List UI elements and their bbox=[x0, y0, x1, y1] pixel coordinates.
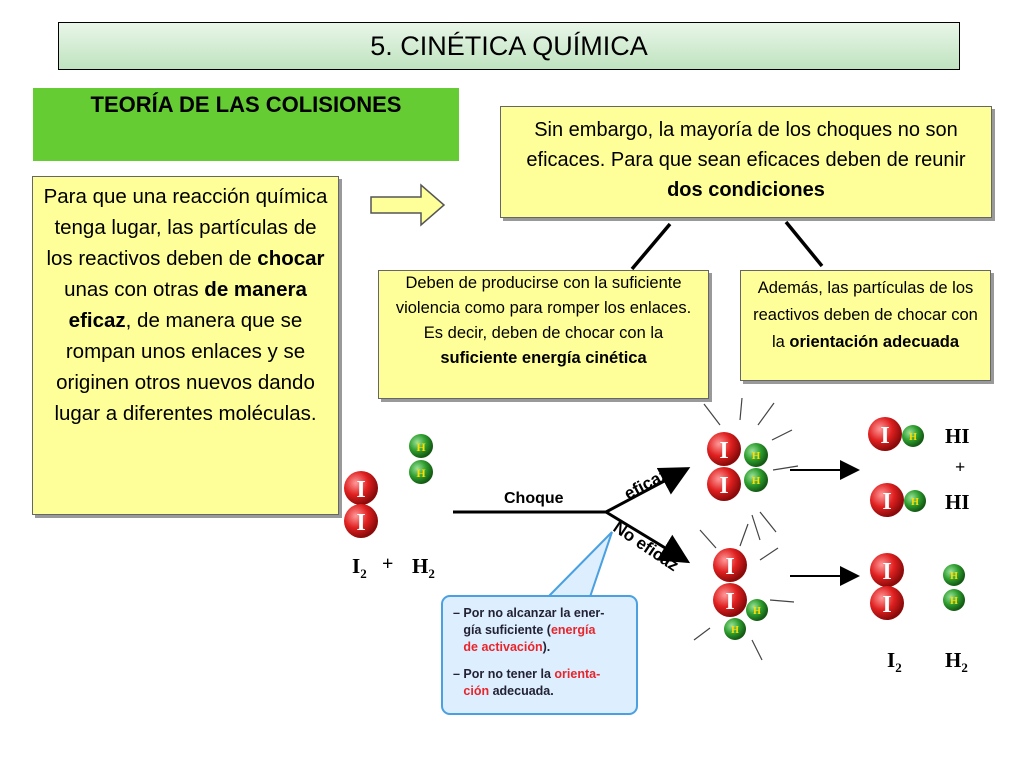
label-no-eficaz: No eficaz bbox=[610, 518, 683, 575]
atom-label-h: H bbox=[752, 475, 761, 487]
orientation-condition-bold: orientación adecuada bbox=[789, 333, 960, 351]
reactant-i2-subscript: 2 bbox=[360, 566, 367, 581]
svg-text:H2: H2 bbox=[412, 554, 435, 581]
collision-theory-text-1: Para que una reacción química tenga luga… bbox=[43, 185, 328, 270]
reason-1-line-3: de activación). bbox=[453, 639, 630, 656]
reason-1-highlight-1: energía bbox=[550, 623, 596, 637]
atom-label-i: I bbox=[356, 477, 365, 503]
impact-lines-bottom bbox=[693, 523, 795, 661]
reason-1-end: ). bbox=[542, 640, 551, 654]
atom-label-h: H bbox=[752, 450, 761, 462]
reactant-h2-subscript: 2 bbox=[428, 566, 435, 581]
reactant-plus: + bbox=[382, 553, 393, 575]
connector-right bbox=[784, 220, 824, 268]
conditions-box: Sin embargo, la mayoría de los choques n… bbox=[500, 106, 992, 218]
orientation-condition-text: Además, las partículas de los reactivos … bbox=[753, 279, 978, 351]
collision-theory-bold-1: chocar bbox=[257, 247, 325, 270]
atom-label-i: I bbox=[719, 473, 728, 499]
reason-1-line-2: gía suficiente (energía bbox=[453, 622, 630, 639]
reason-1-highlight-2: de activación bbox=[463, 640, 543, 654]
atom-label-i: I bbox=[725, 589, 734, 615]
impact-lines-top bbox=[703, 397, 799, 541]
ineffective-cluster bbox=[713, 548, 768, 640]
reasons-bubble: – Por no alcanzar la ener- gía suficient… bbox=[441, 595, 638, 715]
atom-label-i: I bbox=[882, 559, 891, 585]
atom-label-i: I bbox=[719, 438, 728, 464]
conditions-bold: dos condiciones bbox=[667, 179, 825, 201]
page-title: 5. CINÉTICA QUÍMICA bbox=[58, 22, 960, 70]
atom-label-i: I bbox=[725, 554, 734, 580]
reason-2-line-1: – Por no tener la orienta- bbox=[453, 666, 630, 683]
product-hi-2 bbox=[870, 483, 926, 517]
label-eficaz: eficaz bbox=[621, 465, 672, 504]
atom-label-h: H bbox=[416, 440, 426, 454]
reactant-h2-label: H bbox=[412, 554, 428, 578]
bottom-i2-subscript: 2 bbox=[895, 660, 902, 675]
reason-2-highlight-2: ción bbox=[463, 684, 490, 698]
bottom-i2-label: I bbox=[887, 648, 895, 672]
product-hi-label-2: HI bbox=[945, 490, 970, 514]
effective-arrow bbox=[605, 467, 691, 514]
reason-2-end: adecuada. bbox=[489, 684, 554, 698]
svg-text:I2: I2 bbox=[352, 554, 367, 581]
ineffective-arrow bbox=[605, 510, 691, 564]
reason-2-text: – Por no tener la bbox=[453, 667, 555, 681]
page-title-text: 5. CINÉTICA QUÍMICA bbox=[370, 30, 648, 61]
section-subtitle: TEORÍA DE LAS COLISIONES bbox=[33, 88, 459, 161]
collision-theory-box: Para que una reacción química tenga luga… bbox=[32, 176, 339, 515]
atom-label-h: H bbox=[950, 596, 958, 607]
atom-label-i: I bbox=[882, 592, 891, 618]
atom-label-i: I bbox=[356, 510, 365, 536]
reactant-iodine-molecule bbox=[344, 471, 378, 538]
atom-label-i: I bbox=[882, 489, 891, 515]
block-arrow bbox=[370, 183, 446, 227]
reason-2-line-2: ción adecuada. bbox=[453, 683, 630, 700]
energy-condition-text: Deben de producirse con la suficiente vi… bbox=[395, 274, 692, 342]
reactant-i2-label: I bbox=[352, 554, 360, 578]
collision-theory-text-2: unas con otras bbox=[64, 278, 205, 301]
atom-label-h: H bbox=[911, 497, 919, 508]
connector-left bbox=[630, 222, 672, 271]
svg-text:I2: I2 bbox=[887, 648, 902, 675]
collision-theory-text-3: , de manera que se rompan unos enlaces y… bbox=[54, 309, 317, 425]
svg-text:H2: H2 bbox=[945, 648, 968, 675]
energy-condition-box: Deben de producirse con la suficiente vi… bbox=[378, 270, 709, 399]
reason-1-line-1: – Por no alcanzar la ener- bbox=[453, 606, 605, 620]
atom-label-h: H bbox=[753, 606, 761, 617]
atom-label-h: H bbox=[909, 432, 917, 443]
unreacted-iodine bbox=[870, 553, 904, 620]
product-plus: + bbox=[955, 457, 965, 477]
orientation-condition-box: Además, las partículas de los reactivos … bbox=[740, 270, 991, 381]
reactant-hydrogen-molecule bbox=[409, 434, 433, 484]
section-subtitle-text: TEORÍA DE LAS COLISIONES bbox=[90, 92, 402, 117]
label-choque: Choque bbox=[504, 490, 564, 507]
unreacted-hydrogen bbox=[943, 564, 965, 611]
bubble-pointer bbox=[545, 531, 613, 598]
bottom-h2-label: H bbox=[945, 648, 961, 672]
atom-label-h: H bbox=[731, 625, 739, 636]
reason-2-highlight-1: orienta- bbox=[554, 667, 601, 681]
energy-condition-bold: suficiente energía cinética bbox=[440, 349, 647, 367]
collision-theory-bold-2: de manera eficaz bbox=[68, 278, 307, 332]
atom-label-i: I bbox=[880, 423, 889, 449]
reason-1-text: gía suficiente ( bbox=[463, 623, 551, 637]
conditions-text: Sin embargo, la mayoría de los choques n… bbox=[526, 119, 966, 171]
atom-label-h: H bbox=[950, 571, 958, 582]
product-hi-label-1: HI bbox=[945, 424, 970, 448]
product-hi-1 bbox=[868, 417, 924, 451]
effective-cluster bbox=[707, 432, 768, 501]
bottom-h2-subscript: 2 bbox=[961, 660, 968, 675]
atom-label-h: H bbox=[416, 466, 426, 480]
